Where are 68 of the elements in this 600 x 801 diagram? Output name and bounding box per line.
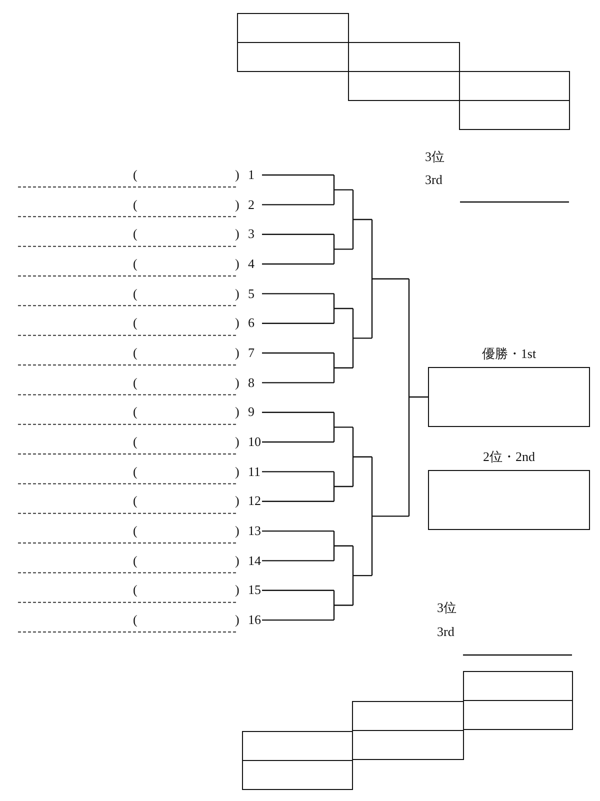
label-text: (: [133, 286, 138, 301]
entry-number: 5: [248, 286, 254, 301]
label-text: (: [133, 554, 138, 568]
label-text: ): [235, 524, 240, 538]
label-text: ): [235, 583, 240, 598]
answer-box: [352, 730, 464, 760]
entry-number: 12: [248, 494, 261, 508]
entry-number: 7: [248, 346, 254, 360]
label-text: ): [235, 613, 240, 628]
entry-number: 9: [248, 405, 254, 420]
label-text: (: [133, 464, 138, 479]
answer-box: [348, 42, 460, 72]
label-text: ): [235, 316, 240, 330]
entry-number: 13: [248, 524, 261, 538]
label-text: ): [235, 435, 240, 450]
bracket-line: [409, 396, 428, 398]
entry-number: 10: [248, 435, 261, 450]
entry-number: 6: [248, 316, 254, 330]
answer-box: [237, 13, 349, 43]
label-text: (: [133, 583, 138, 598]
answer-box: [352, 701, 464, 731]
label-text: (: [133, 435, 138, 450]
answer-box: [459, 100, 570, 130]
entry-number: 8: [248, 376, 254, 390]
label-text: ): [235, 494, 240, 508]
entry-number: 1: [248, 168, 254, 182]
entry-number: 15: [248, 583, 261, 598]
label-text: (: [133, 198, 138, 212]
answer-box: [242, 731, 353, 761]
label-text: ): [235, 286, 240, 301]
place-heading: 2位・2nd: [483, 450, 535, 464]
answer-box: [242, 760, 353, 790]
entry-number: 4: [248, 257, 254, 271]
label-text: (: [133, 376, 138, 390]
label-text: (: [133, 613, 138, 628]
label-text: (: [133, 168, 138, 182]
entry-number: 16: [248, 613, 261, 628]
label-text: ): [235, 554, 240, 568]
label-text: ): [235, 198, 240, 212]
bracket-drawing: [261, 174, 410, 621]
label-text: ): [235, 376, 240, 390]
answer-box: [459, 71, 570, 101]
label-text: (: [133, 346, 138, 360]
answer-box: [463, 700, 573, 730]
label-text: ): [235, 168, 240, 182]
label-text: 3位: [425, 150, 444, 164]
answer-box: [463, 671, 573, 701]
label-text: 3rd: [437, 625, 454, 639]
entry-number: 2: [248, 198, 254, 212]
label-text: 3位: [437, 601, 456, 615]
label-text: ): [235, 464, 240, 479]
label-text: (: [133, 227, 138, 242]
label-text: (: [133, 524, 138, 538]
label-text: (: [133, 316, 138, 330]
label-text: ): [235, 346, 240, 360]
label-text: 3rd: [425, 173, 442, 187]
label-text: (: [133, 494, 138, 508]
label-text: (: [133, 257, 138, 271]
label-text: ): [235, 257, 240, 271]
entry-number: 11: [248, 464, 261, 479]
answer-box: [348, 71, 460, 101]
label-text: ): [235, 227, 240, 242]
answer-box: [237, 42, 349, 72]
label-text: ): [235, 405, 240, 420]
entry-number: 14: [248, 554, 261, 568]
place-heading: 優勝・1st: [482, 347, 536, 361]
label-text: (: [133, 405, 138, 420]
entry-number: 3: [248, 227, 254, 242]
